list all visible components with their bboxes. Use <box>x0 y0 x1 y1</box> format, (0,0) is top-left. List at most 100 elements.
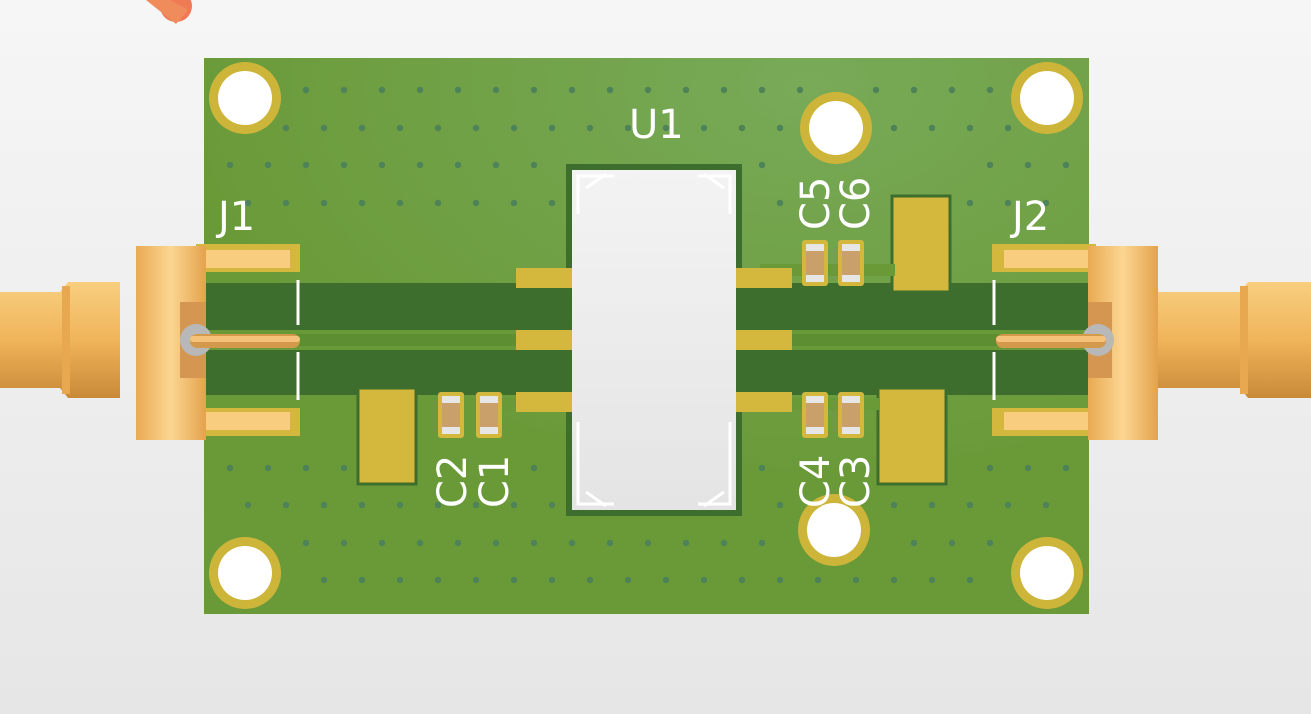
via <box>890 124 898 132</box>
via <box>492 539 500 547</box>
via <box>358 199 366 207</box>
via <box>586 576 594 584</box>
via <box>644 539 652 547</box>
via <box>548 576 556 584</box>
via <box>1024 161 1032 169</box>
u1-package[interactable] <box>516 164 792 516</box>
label-c3: C3 <box>833 455 879 508</box>
via <box>358 576 366 584</box>
via <box>358 124 366 132</box>
via <box>510 501 518 509</box>
via <box>568 86 576 94</box>
via <box>890 576 898 584</box>
via <box>340 86 348 94</box>
via <box>454 539 462 547</box>
via <box>682 86 690 94</box>
via <box>928 576 936 584</box>
via <box>644 86 652 94</box>
via <box>966 576 974 584</box>
u1-leads <box>516 268 792 412</box>
via <box>738 124 746 132</box>
via <box>434 501 442 509</box>
capacitor-c1[interactable] <box>476 392 502 438</box>
via <box>758 161 766 169</box>
via <box>966 124 974 132</box>
pad-bias-right-bottom <box>876 386 948 486</box>
via <box>530 86 538 94</box>
via <box>928 124 936 132</box>
via <box>776 501 784 509</box>
via <box>510 576 518 584</box>
via <box>530 464 538 472</box>
via <box>606 86 614 94</box>
pad-bias-right-top <box>890 194 952 294</box>
via <box>852 576 860 584</box>
via <box>302 539 310 547</box>
via <box>548 501 556 509</box>
capacitor-c5[interactable] <box>802 240 828 286</box>
via <box>492 86 500 94</box>
via <box>986 86 994 94</box>
offscreen-part-corner <box>146 0 192 24</box>
sma-connector-j1[interactable] <box>0 244 300 440</box>
via <box>282 501 290 509</box>
via <box>472 199 480 207</box>
via <box>1062 161 1070 169</box>
via <box>986 161 994 169</box>
via <box>758 539 766 547</box>
via <box>320 124 328 132</box>
via <box>510 124 518 132</box>
via <box>1004 124 1012 132</box>
via <box>396 501 404 509</box>
pad-bias-left <box>356 386 418 486</box>
via <box>986 539 994 547</box>
via <box>396 124 404 132</box>
via <box>320 501 328 509</box>
via <box>928 501 936 509</box>
via <box>282 199 290 207</box>
via <box>434 576 442 584</box>
via <box>434 199 442 207</box>
via <box>492 161 500 169</box>
via <box>1042 199 1050 207</box>
via <box>226 464 234 472</box>
label-u1: U1 <box>629 102 684 148</box>
via <box>264 464 272 472</box>
label-c4: C4 <box>793 455 839 508</box>
via <box>1004 199 1012 207</box>
via <box>586 124 594 132</box>
via <box>758 464 766 472</box>
via <box>1062 464 1070 472</box>
via <box>700 576 708 584</box>
via <box>302 464 310 472</box>
via <box>776 199 784 207</box>
via <box>624 124 632 132</box>
via <box>226 161 234 169</box>
via <box>910 86 918 94</box>
via <box>948 539 956 547</box>
via <box>454 161 462 169</box>
via <box>340 161 348 169</box>
label-c1: C1 <box>472 455 518 508</box>
capacitor-c4[interactable] <box>802 392 828 438</box>
via <box>758 86 766 94</box>
via <box>244 501 252 509</box>
via <box>340 464 348 472</box>
label-j2: J2 <box>1009 194 1049 240</box>
connector-silk-outlines <box>296 280 996 400</box>
sma-connector-j2[interactable] <box>992 244 1311 440</box>
via <box>530 161 538 169</box>
label-j1: J1 <box>215 194 255 240</box>
via <box>358 501 366 509</box>
capacitor-c2[interactable] <box>438 392 464 438</box>
via <box>416 86 424 94</box>
capacitor-c3[interactable] <box>838 392 864 438</box>
via <box>434 124 442 132</box>
label-c2: C2 <box>430 455 476 508</box>
capacitor-c6[interactable] <box>838 240 864 286</box>
via <box>720 86 728 94</box>
via <box>320 199 328 207</box>
via <box>890 501 898 509</box>
